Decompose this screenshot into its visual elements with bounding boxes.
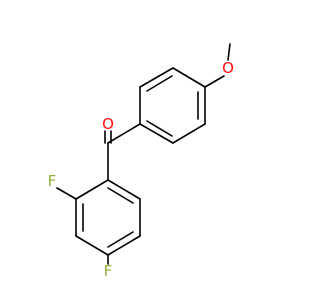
structure-canvas: O O F F [48, 43, 234, 280]
bond-ring-a-4 [139, 123, 174, 144]
bond-ring-b-4 [107, 235, 141, 256]
atom-fluorine-4: F [104, 262, 113, 280]
atom-fluorine-2: F [48, 172, 57, 190]
bond-ring-b-1 [75, 179, 109, 200]
bond-ring-a-inner-1 [146, 75, 173, 92]
bond-ring-a-2 [139, 67, 174, 88]
bond-ring-a-5 [172, 123, 206, 144]
atom-oxygen-carbonyl: O [102, 115, 114, 133]
bond-ring-b-inner-3 [107, 187, 134, 204]
atom-oxygen-methoxy: O [222, 59, 234, 77]
bond-ring-a-inner-2 [146, 120, 173, 137]
bond-fluorine-2 [56, 187, 77, 200]
bond-ring-b-inner-2 [107, 231, 134, 248]
bond-ring-a-1 [172, 67, 206, 88]
bond-methyl [227, 43, 231, 61]
molecule-structure: O O F F [48, 43, 234, 280]
bond-ring-b-3 [75, 235, 109, 256]
bond-carbonyl-ring-a [107, 123, 141, 144]
bond-methoxy-o-ring [204, 75, 225, 88]
bond-ring-b-6 [107, 179, 141, 200]
